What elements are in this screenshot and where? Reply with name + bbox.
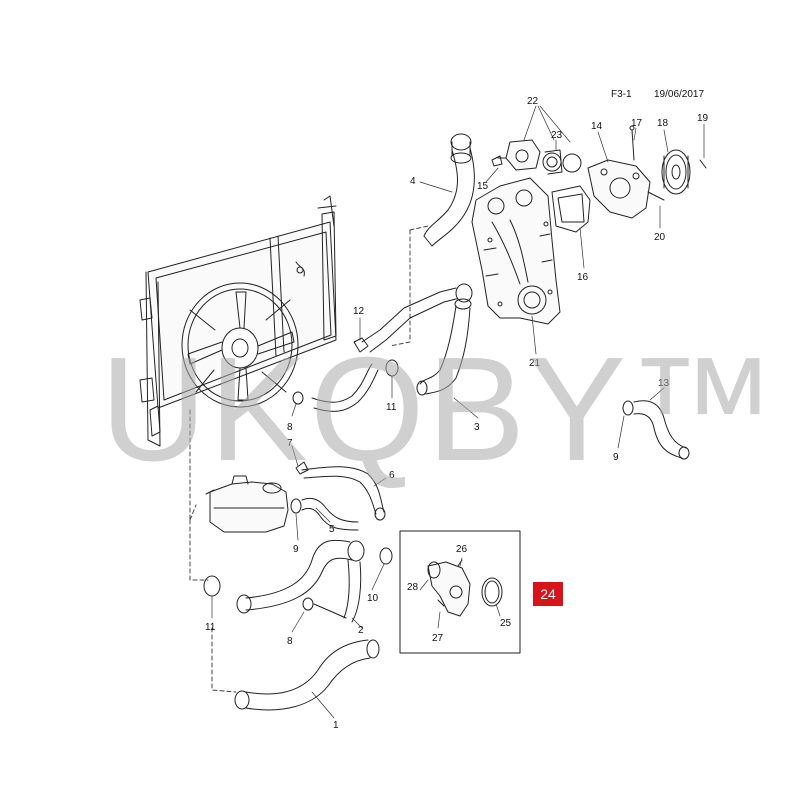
callout-25: 25: [500, 618, 512, 629]
callout-21: 21: [529, 358, 541, 369]
outlet-housing: [427, 559, 503, 617]
callout-4: 4: [410, 176, 416, 187]
callout-5: 5: [329, 524, 335, 535]
thermostat-housing: [491, 139, 582, 175]
water-pump-assembly: [551, 125, 707, 233]
callout-1: 1: [333, 720, 339, 731]
callout-8-upper: 8: [287, 422, 293, 433]
highlighted-part-label[interactable]: 24: [533, 582, 563, 606]
callout-2: 2: [358, 625, 364, 636]
callout-23: 23: [551, 130, 563, 141]
outlet-housing-box: [399, 530, 521, 654]
callout-26: 26: [456, 544, 468, 555]
expansion-tank: [205, 475, 289, 533]
callout-14: 14: [591, 121, 603, 132]
diagram-date: 19/06/2017: [654, 89, 705, 100]
callout-labels: 22 23 14 17 18 19 4 15 20 16 12 21 13 11…: [205, 96, 709, 731]
watermark: UKQBY™: [100, 327, 779, 492]
figure-code: F3-1: [611, 89, 632, 100]
callout-9-right: 9: [613, 452, 619, 463]
callout-9-lower: 9: [293, 544, 299, 555]
callout-28: 28: [407, 582, 419, 593]
callout-10: 10: [367, 593, 379, 604]
callout-6: 6: [389, 470, 395, 481]
callout-15: 15: [477, 181, 489, 192]
callout-19: 19: [697, 113, 709, 124]
hose-3: [361, 283, 473, 396]
callout-17: 17: [631, 118, 643, 129]
callout-7: 7: [287, 438, 293, 449]
hose-2: [236, 539, 365, 623]
callout-11-upper: 11: [386, 402, 397, 413]
hose-13: [622, 400, 690, 460]
callout-11-lower: 11: [205, 622, 216, 633]
callout-18: 18: [657, 118, 669, 129]
radiator-drawing: [139, 195, 337, 447]
assembly-guide-lines: [189, 225, 429, 693]
timing-cover: [471, 177, 561, 325]
hose-4: [423, 133, 475, 247]
callout-12: 12: [353, 306, 365, 317]
callout-13: 13: [658, 378, 670, 389]
leader-lines: [211, 105, 705, 719]
hose-1: [234, 639, 380, 711]
callout-8-lower: 8: [287, 636, 293, 647]
callout-3: 3: [474, 422, 480, 433]
callout-20: 20: [654, 232, 666, 243]
hoses-5-6: [301, 466, 386, 531]
callout-22: 22: [527, 96, 539, 107]
callout-27: 27: [432, 633, 444, 644]
callout-16: 16: [577, 272, 589, 283]
hose-11: [311, 363, 379, 412]
